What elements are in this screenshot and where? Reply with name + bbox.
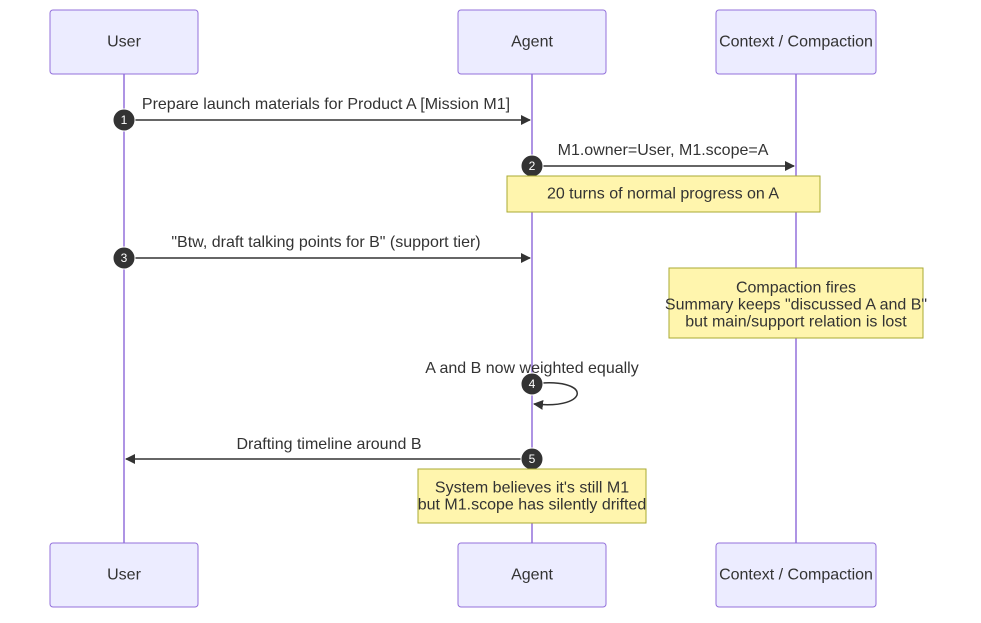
message-4: A and B now weighted equally 4 xyxy=(425,360,639,410)
actor-user-bottom: User xyxy=(49,542,199,608)
actor-label: Agent xyxy=(511,34,553,51)
sequence-number: 1 xyxy=(121,113,128,127)
message-2: M1.owner=User, M1.scope=A 2 xyxy=(520,142,795,178)
note-line: System believes it's still M1 xyxy=(435,480,629,497)
note-line: but main/support relation is lost xyxy=(685,314,907,331)
actor-label: Agent xyxy=(511,567,553,584)
actor-agent-bottom: Agent xyxy=(457,542,607,608)
message-1: Prepare launch materials for Product A [… xyxy=(112,96,531,132)
message-label: "Btw, draft talking points for B" (suppo… xyxy=(171,234,480,251)
note-line: Summary keeps "discussed A and B" xyxy=(665,297,927,314)
sequence-number: 4 xyxy=(529,377,536,391)
actor-label: User xyxy=(107,567,141,584)
self-loop-arrow xyxy=(531,382,578,410)
note-line: 20 turns of normal progress on A xyxy=(547,186,779,203)
message-label: M1.owner=User, M1.scope=A xyxy=(558,142,769,159)
actor-label: Context / Compaction xyxy=(719,567,873,584)
actor-context-top: Context / Compaction xyxy=(715,9,877,75)
sequence-badge xyxy=(112,246,136,270)
sequence-badge xyxy=(112,108,136,132)
actor-label: User xyxy=(107,34,141,51)
note-line: Compaction fires xyxy=(736,280,856,297)
message-label: Prepare launch materials for Product A [… xyxy=(142,96,510,113)
message-label: Drafting timeline around B xyxy=(237,436,422,453)
actor-user-top: User xyxy=(49,9,199,75)
message-label: A and B now weighted equally xyxy=(425,360,638,377)
sequence-badge xyxy=(520,372,544,396)
sequence-number: 2 xyxy=(529,159,536,173)
sequence-number: 3 xyxy=(121,251,128,265)
actor-context-bottom: Context / Compaction xyxy=(715,542,877,608)
message-3: "Btw, draft talking points for B" (suppo… xyxy=(112,234,531,270)
note-line: but M1.scope has silently drifted xyxy=(418,497,647,514)
note-compaction: Compaction fires Summary keeps "discusse… xyxy=(665,267,927,339)
note-progress: 20 turns of normal progress on A xyxy=(506,175,821,213)
actor-agent-top: Agent xyxy=(457,9,607,75)
actor-label: Context / Compaction xyxy=(719,34,873,51)
message-5: Drafting timeline around B 5 xyxy=(125,436,544,471)
note-drift: System believes it's still M1 but M1.sco… xyxy=(417,468,647,524)
sequence-number: 5 xyxy=(529,452,536,466)
